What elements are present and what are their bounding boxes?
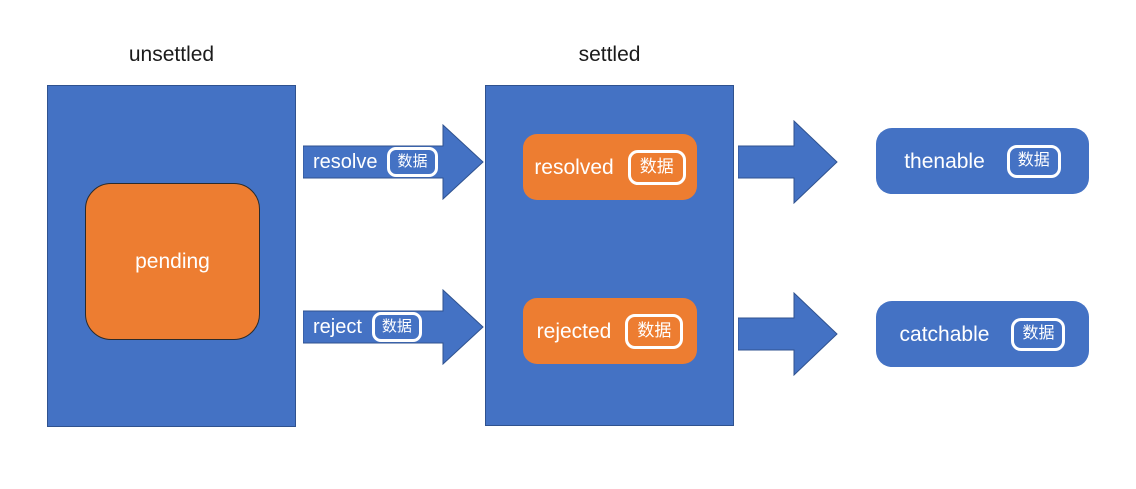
resolve-arrow-shape <box>303 124 484 200</box>
state-pending[interactable]: pending <box>85 183 260 340</box>
group-box-settled: resolved 数据 rejected 数据 <box>485 85 734 426</box>
state-pending-label: pending <box>135 250 210 273</box>
transition-arrow-resolve[interactable]: resolve 数据 <box>303 124 484 200</box>
group-box-unsettled: pending <box>47 85 296 427</box>
state-resolved-data-badge: 数据 <box>627 149 686 185</box>
output-thenable-label: thenable <box>904 149 985 173</box>
output-thenable-data-badge: 数据 <box>1006 144 1061 178</box>
transition-arrow-reject[interactable]: reject 数据 <box>303 289 484 365</box>
catchable-arrow-shape <box>738 292 838 376</box>
state-rejected[interactable]: rejected 数据 <box>523 298 697 364</box>
output-arrow-catchable[interactable] <box>738 292 838 376</box>
output-catchable-label: catchable <box>899 322 990 346</box>
resolve-arrow-content: resolve 数据 <box>303 146 446 178</box>
group-caption-unsettled: unsettled <box>128 43 215 66</box>
output-arrow-thenable[interactable] <box>738 120 838 204</box>
group-caption-settled: settled <box>578 43 641 66</box>
state-resolved[interactable]: resolved 数据 <box>523 134 697 200</box>
reject-arrow-shape <box>303 289 484 365</box>
output-thenable[interactable]: thenable 数据 <box>876 128 1089 194</box>
state-rejected-data-badge: 数据 <box>625 313 684 349</box>
thenable-arrow-shape <box>738 120 838 204</box>
output-catchable[interactable]: catchable 数据 <box>876 301 1089 367</box>
transition-resolve-data-badge: 数据 <box>387 147 438 177</box>
transition-resolve-label: resolve <box>313 151 378 173</box>
output-catchable-data-badge: 数据 <box>1011 317 1066 351</box>
state-resolved-label: resolved <box>534 155 614 179</box>
state-rejected-label: rejected <box>536 319 612 343</box>
transition-reject-label: reject <box>313 316 362 338</box>
transition-reject-data-badge: 数据 <box>371 312 422 342</box>
reject-arrow-content: reject 数据 <box>303 311 446 343</box>
